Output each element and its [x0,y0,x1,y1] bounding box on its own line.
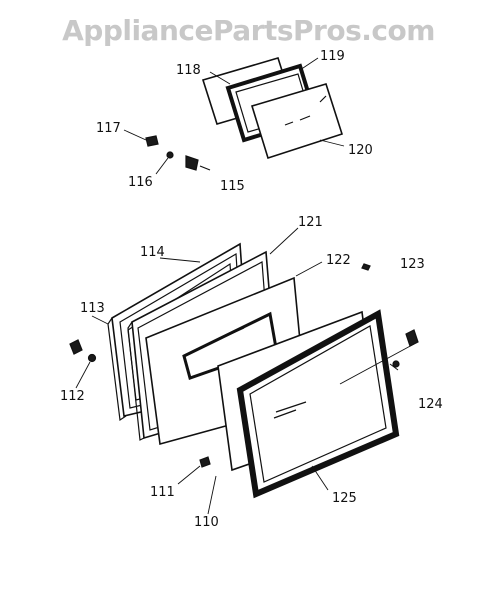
part-123-clip [361,263,371,271]
label-123: 123 [400,257,425,272]
label-110: 110 [194,515,219,530]
part-115-clip [185,155,211,171]
part-116-washer [166,151,174,159]
leader-lines [75,57,415,515]
label-114: 114 [140,245,165,260]
part-124-screw [392,329,419,368]
label-120: 120 [348,143,373,158]
label-111: 111 [150,485,175,500]
label-119: 119 [320,49,345,64]
part-120-glass-panel [250,83,344,160]
part-117-screw [145,135,159,147]
part-113-hinge-screw [69,339,83,355]
label-124: 124 [418,397,443,412]
part-111-screw [199,456,211,468]
part-125-door-trim-frame [236,309,400,499]
watermark-text: AppliancePartsPros.com [62,14,435,47]
label-115: 115 [220,179,245,194]
label-121: 121 [298,215,323,230]
label-113: 113 [80,301,105,316]
label-122: 122 [326,253,351,268]
label-125: 125 [332,491,357,506]
label-116: 116 [128,175,153,190]
part-112-washer [87,353,97,363]
label-112: 112 [60,389,85,404]
label-117: 117 [96,121,121,136]
label-118: 118 [176,63,201,78]
